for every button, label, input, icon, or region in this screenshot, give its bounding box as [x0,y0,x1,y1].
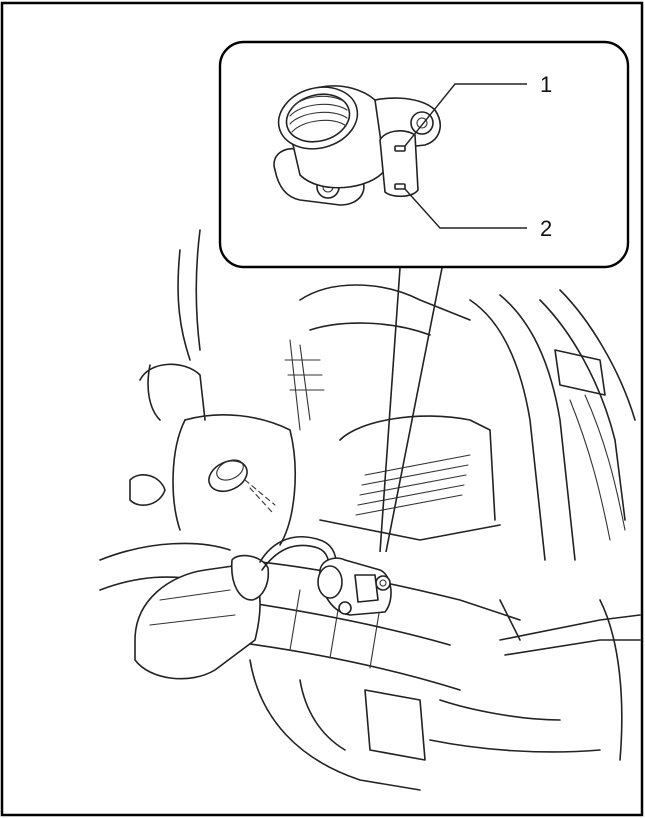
upper-port [394,145,406,152]
leader-line-1 [404,83,527,147]
enlarged-sensor [273,85,441,206]
callout-label-1: 1 [540,72,552,97]
pressure-bottle [134,535,337,680]
leader-line-2 [404,188,527,229]
lower-port [394,183,406,190]
zoom-line-right [385,267,443,553]
detail-callout: 1 2 [218,40,630,553]
sensor-on-engine [317,557,392,616]
zoom-line-left [379,267,401,553]
engine-illustration [99,229,641,791]
callout-label-2: 2 [540,216,552,241]
